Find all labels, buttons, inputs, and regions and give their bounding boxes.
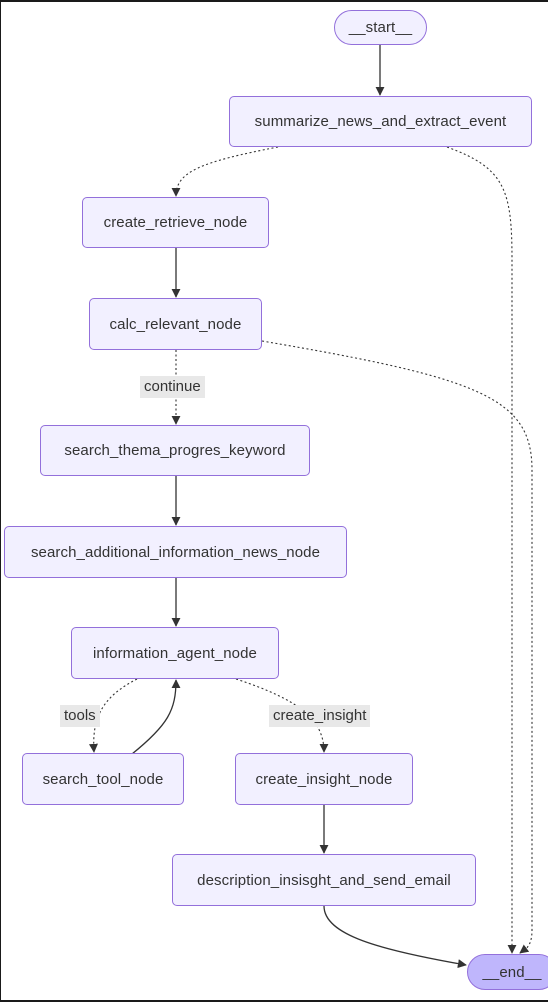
edge-calc-relevant-end — [261, 340, 533, 954]
node-search-additional-information-news[interactable]: search_additional_information_news_node — [4, 526, 347, 578]
node-create-insight[interactable]: create_insight_node — [235, 753, 413, 805]
edge-description-end — [323, 905, 467, 969]
node-search-thema-progres-keyword[interactable]: search_thema_progres_keyword — [40, 425, 310, 476]
node-calc-relevant[interactable]: calc_relevant_node — [89, 298, 262, 350]
node-summarize-news-and-extract-event[interactable]: summarize_news_and_extract_event — [229, 96, 532, 147]
node-information-agent[interactable]: information_agent_node — [71, 627, 279, 679]
edge-summarize-end — [446, 146, 517, 954]
edge-information-agent-search-tool — [89, 678, 138, 753]
node-search-tool[interactable]: search_tool_node — [22, 753, 184, 805]
edge-label-tools: tools — [60, 705, 100, 727]
node-end[interactable]: __end__ — [467, 954, 548, 990]
edge-label-continue: continue — [140, 376, 205, 398]
node-description-insisght-and-send-email[interactable]: description_insisght_and_send_email — [172, 854, 476, 906]
edge-search-tool-information-agent — [131, 679, 181, 755]
edge-label-create-insight: create_insight — [269, 705, 371, 727]
edge-summarize-create-retrieve — [171, 146, 279, 197]
node-start[interactable]: __start__ — [334, 10, 427, 45]
node-create-retrieve[interactable]: create_retrieve_node — [82, 197, 269, 248]
